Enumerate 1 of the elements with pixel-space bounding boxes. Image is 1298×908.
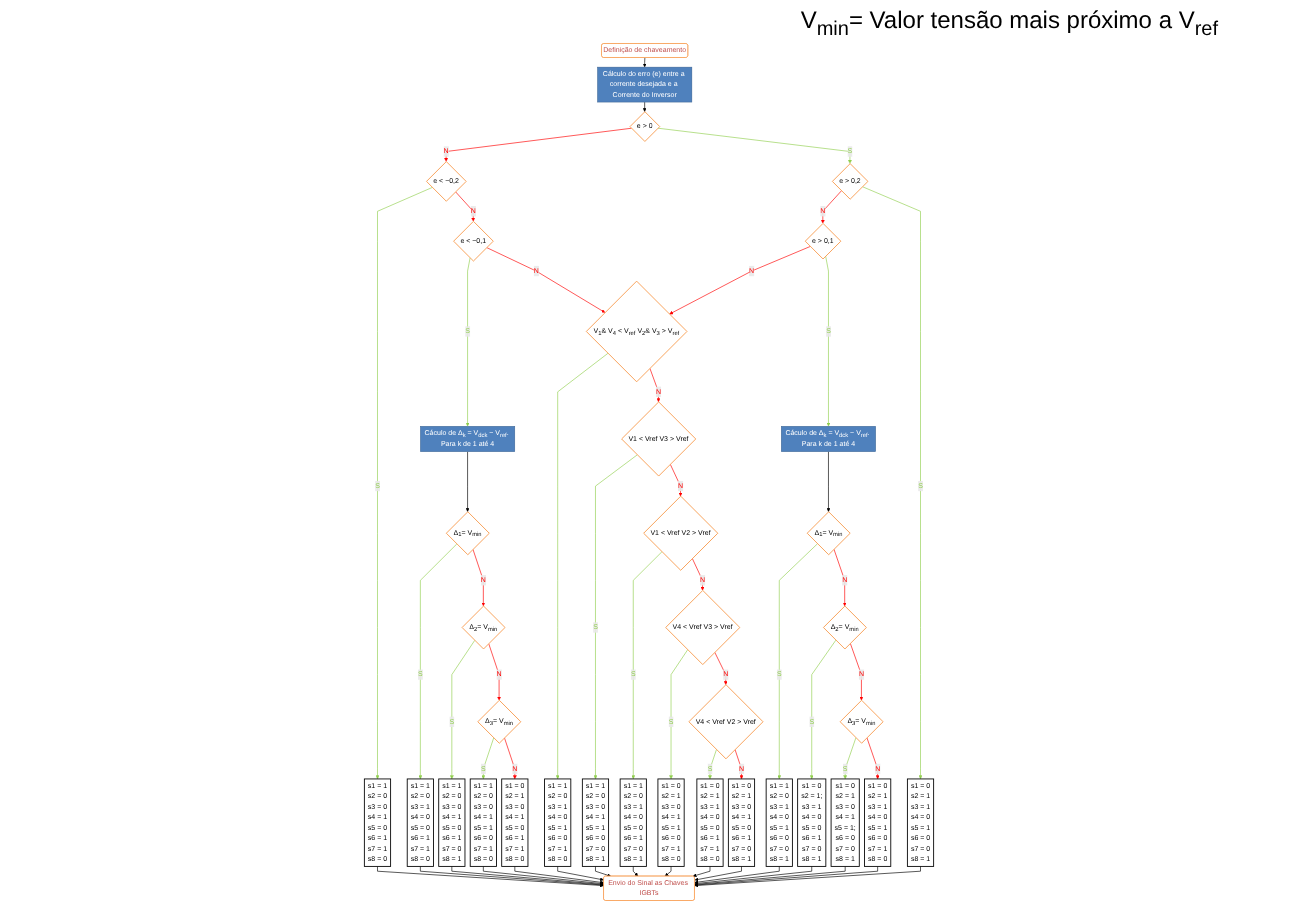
note-text: V$_{min}$= Valor tensão mais próximo a V$_{ref}$ [800, 6, 1218, 34]
